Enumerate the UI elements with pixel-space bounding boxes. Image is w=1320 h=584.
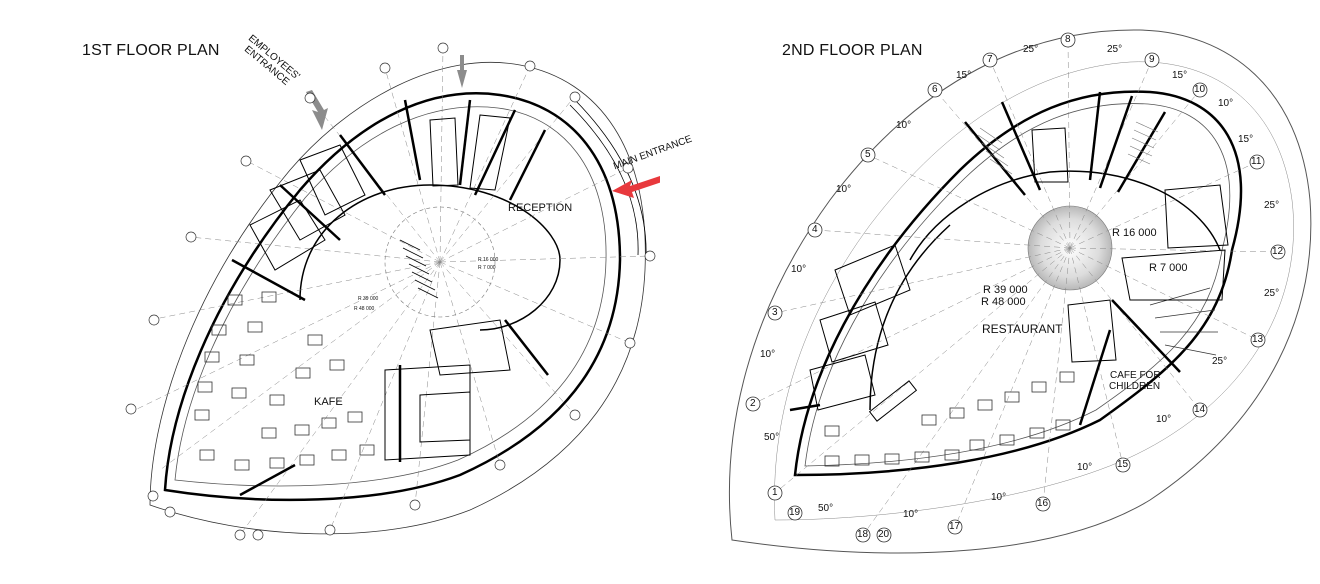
- central-stair: [399, 239, 439, 299]
- angle-10-l3: 10°: [791, 264, 807, 275]
- radial-grid: [134, 47, 651, 536]
- structural-walls: [789, 91, 1181, 426]
- axis-1: 1: [772, 487, 778, 498]
- main-entrance-arrow: [612, 176, 660, 198]
- axis-markers: [745, 32, 1286, 543]
- bar-counter: [868, 380, 918, 422]
- first-floor-drawing: [125, 42, 660, 541]
- axis-2: 2: [750, 398, 756, 409]
- axis-5: 5: [865, 149, 871, 160]
- angle-10-l4: 10°: [760, 349, 776, 360]
- stair-hatch-right: [1127, 121, 1159, 165]
- building-shell: [793, 90, 1243, 477]
- restaurant-label: RESTAURANT: [982, 322, 1063, 336]
- axis-4: 4: [812, 224, 818, 235]
- axis-13: 13: [1252, 334, 1264, 345]
- top-entrance-arrow: [457, 55, 467, 88]
- axis-11: 11: [1251, 156, 1262, 167]
- axis-9: 9: [1149, 54, 1155, 65]
- angle-10-l2: 10°: [836, 184, 852, 195]
- first-floor-title: 1ST FLOOR PLAN: [82, 42, 220, 59]
- angle-50-bottom: 50°: [818, 503, 834, 514]
- cafe-children-label-2: CHILDREN: [1109, 381, 1161, 392]
- rooms: [249, 114, 511, 461]
- kafe-label: KAFE: [314, 396, 343, 408]
- corridor-outer: [909, 170, 1221, 261]
- angle-10-b2: 10°: [991, 492, 1007, 503]
- angle-10-l1: 10°: [896, 120, 912, 131]
- angle-25-r12b: 25°: [1264, 288, 1280, 299]
- axis-12: 12: [1272, 246, 1284, 257]
- angle-10-r10: 10°: [1218, 98, 1234, 109]
- axis-10: 10: [1194, 84, 1206, 95]
- axis-3: 3: [772, 307, 778, 318]
- radial-grid: [752, 39, 1279, 536]
- axis-18: 18: [857, 529, 869, 540]
- angle-15-r11: 15°: [1238, 134, 1254, 145]
- axis-markers: [125, 42, 656, 541]
- building-shell: [163, 92, 622, 502]
- angle-50-left: 50°: [764, 432, 780, 443]
- axis-20: 20: [878, 529, 890, 540]
- cafe-children-label-1: CAFE FOR: [1110, 370, 1161, 381]
- outer-boundary-line: [149, 61, 646, 535]
- angle-25-r12a: 25°: [1264, 200, 1280, 211]
- angle-10-b1: 10°: [903, 509, 919, 520]
- stair-hatch-left: [977, 127, 1013, 175]
- structural-walls: [231, 99, 549, 497]
- axis-8: 8: [1065, 34, 1071, 45]
- dimension-arc: [774, 61, 1294, 521]
- r7-label: R 7 000: [1149, 262, 1188, 274]
- restaurant-tables: [824, 371, 1075, 467]
- axis-17: 17: [949, 521, 961, 532]
- angle-10-b3: 10°: [1077, 462, 1093, 473]
- angle-25-r13: 25°: [1212, 356, 1228, 367]
- building-inner-shell: [174, 106, 607, 487]
- building-inner-shell: [804, 103, 1231, 467]
- axis-7: 7: [987, 54, 993, 65]
- second-floor-plan: 2ND FLOOR PLAN 1 2 3 4 5 6 7 8 9 10 11 1…: [660, 0, 1320, 584]
- second-floor-title: 2ND FLOOR PLAN: [782, 42, 923, 59]
- r39-label: R 39 000: [358, 296, 379, 302]
- axis-15: 15: [1117, 459, 1129, 470]
- stair-fan-right: [1149, 287, 1218, 356]
- r48-label: R 48 000: [354, 306, 375, 312]
- first-floor-plan: 1ST FLOOR PLAN EMPLOYEES' ENTRANCE MAIN …: [82, 33, 694, 541]
- angle-25-top-right: 25°: [1107, 44, 1123, 55]
- axis-14: 14: [1194, 404, 1206, 415]
- second-floor-drawing: [728, 29, 1312, 554]
- angle-15-left: 15°: [956, 70, 972, 81]
- r16-label: R 16 000: [1112, 227, 1157, 239]
- r48-label: R 48 000: [981, 296, 1026, 308]
- axis-16: 16: [1037, 498, 1049, 509]
- kafe-tables: [194, 291, 375, 471]
- axis-6: 6: [932, 84, 938, 95]
- angle-25-top-left: 25°: [1023, 44, 1039, 55]
- site-boundary: [728, 29, 1312, 554]
- reception-label: RECEPTION: [508, 202, 573, 214]
- axis-19: 19: [789, 507, 801, 518]
- r39-label: R 39 000: [983, 284, 1028, 296]
- r7-label: R 7 000: [478, 265, 496, 271]
- r16-label: R 16 000: [478, 257, 499, 263]
- reception-circle: [384, 206, 496, 318]
- angle-15-right: 15°: [1172, 70, 1188, 81]
- rooms: [809, 127, 1229, 411]
- angle-10-b4: 10°: [1156, 414, 1172, 425]
